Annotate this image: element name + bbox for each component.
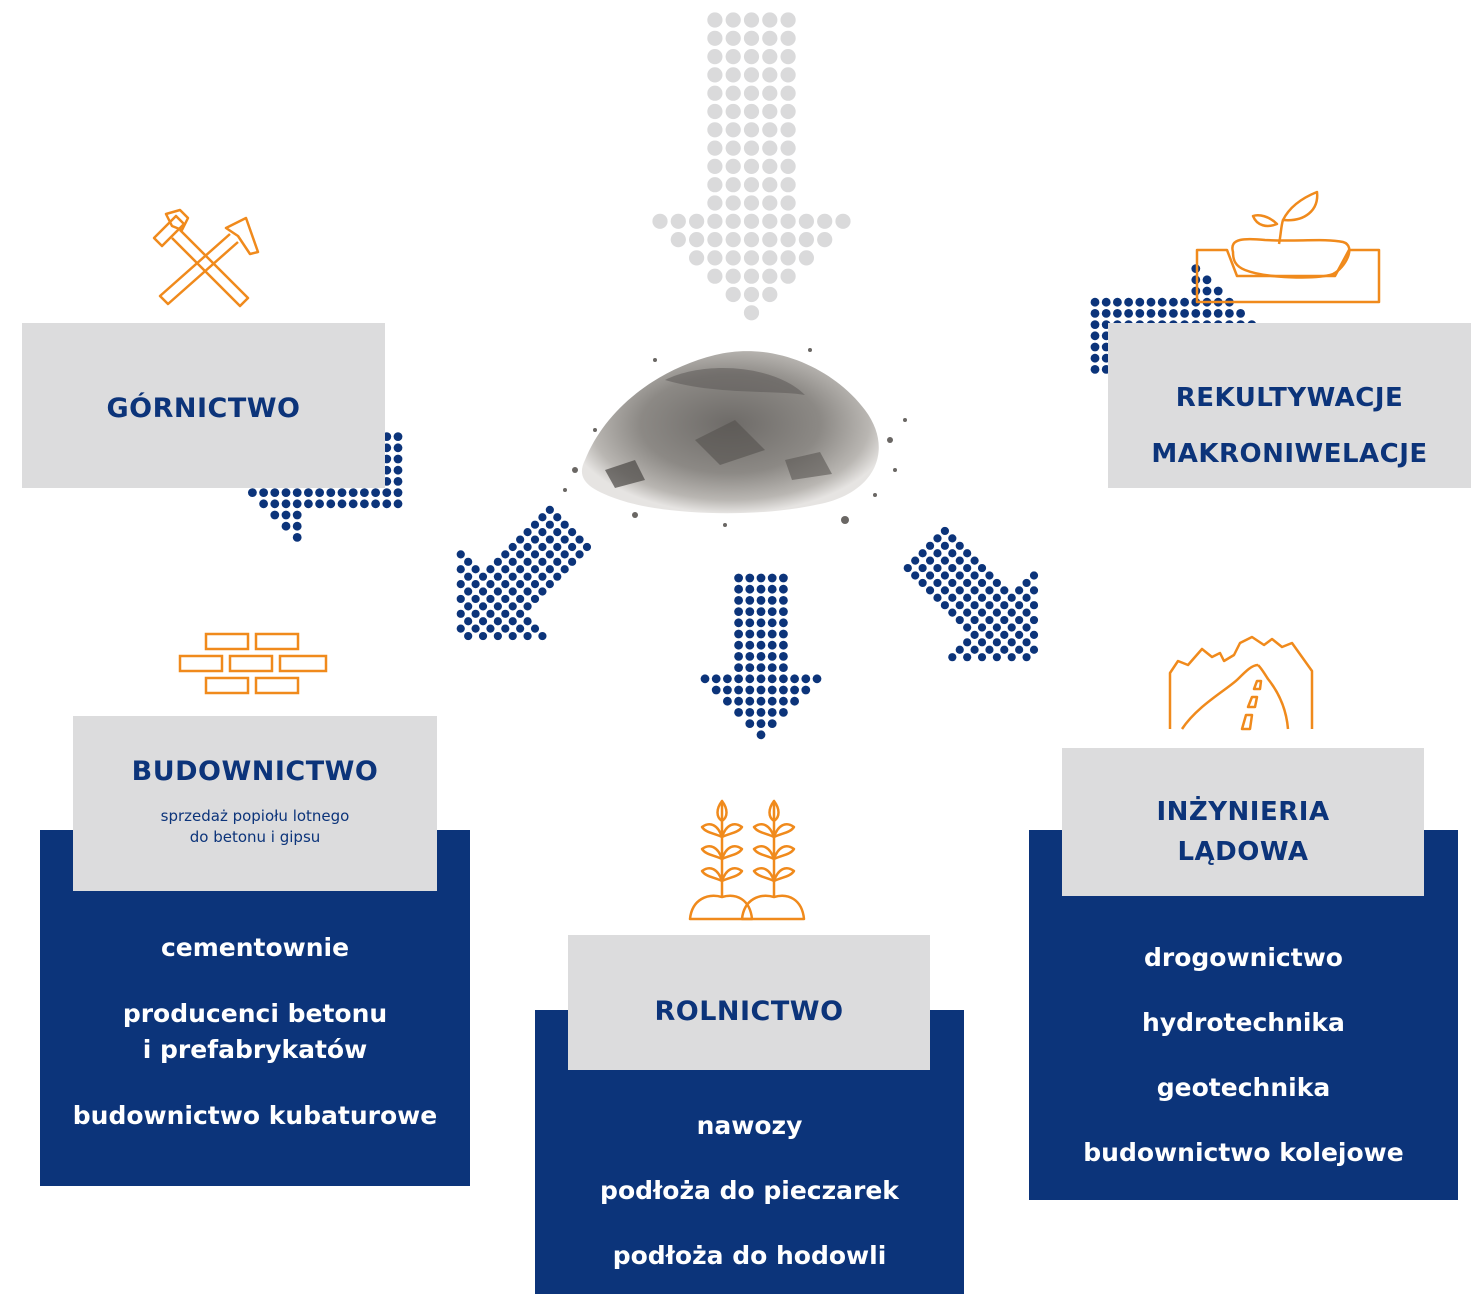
rekultywacje-title: REKULTYWACJE MAKRONIWELACJE: [1108, 370, 1471, 482]
rolnictwo-item-nawozy: nawozy: [696, 1111, 803, 1140]
gornictwo-title: GÓRNICTWO: [106, 393, 301, 424]
inzynieria-item-kolejowe: budownictwo kolejowe: [1083, 1138, 1404, 1167]
budownictwo-item-cementownie: cementownie: [160, 933, 350, 962]
rolnictwo-title: ROLNICTWO: [654, 996, 844, 1027]
rekultywacje-box: [1108, 323, 1471, 488]
inzynieria-item-drogownictwo: drogownictwo: [1144, 943, 1343, 972]
gornictwo-box: [22, 323, 385, 488]
inzynieria-items: drogownictwo hydrotechnika geotechnika b…: [1029, 940, 1458, 1171]
budownictwo-subtitle-line-1: sprzedaż popiołu lotnego: [160, 807, 350, 825]
rolnictwo-items: nawozy podłoża do pieczarek podłoża do h…: [535, 1108, 964, 1274]
hammer-pick-icon: [152, 208, 260, 308]
mountain-road-icon: [1168, 635, 1314, 731]
brick-wall-icon: [178, 632, 328, 695]
budownictwo-subtitle: sprzedaż popiołu lotnego do betonu i gip…: [73, 806, 437, 848]
budownictwo-item-kubaturowe: budownictwo kubaturowe: [72, 1101, 438, 1130]
sprout-in-ground-icon: [1195, 190, 1381, 304]
inzynieria-item-geotechnika: geotechnika: [1156, 1073, 1331, 1102]
inzynieria-title-line-1: INŻYNIERIA: [1156, 797, 1330, 827]
fly-ash-pile-image: [563, 348, 907, 527]
rolnictwo-header-box: [568, 935, 930, 1070]
rekultywacje-title-line-2: MAKRONIWELACJE: [1151, 439, 1428, 469]
budownictwo-header-box: [73, 716, 437, 891]
budownictwo-item-prefabrykaty: i prefabrykatów: [142, 1035, 368, 1064]
budownictwo-items: cementownie producenci betonu i prefabry…: [40, 930, 470, 1134]
budownictwo-item-producenci: producenci betonu: [122, 999, 388, 1028]
rolnictwo-item-pieczarki: podłoża do pieczarek: [600, 1176, 899, 1205]
rekultywacje-title-line-1: REKULTYWACJE: [1175, 383, 1404, 413]
inzynieria-header-box: [1062, 748, 1424, 896]
wheat-icon: [688, 799, 806, 921]
rolnictwo-item-hodowla: podłoża do hodowli: [612, 1241, 887, 1270]
inzynieria-item-hydrotechnika: hydrotechnika: [1142, 1008, 1345, 1037]
budownictwo-title: BUDOWNICTWO: [131, 756, 379, 787]
inzynieria-title: INŻYNIERIA LĄDOWA: [1062, 792, 1424, 872]
budownictwo-subtitle-line-2: do betonu i gipsu: [189, 828, 321, 846]
inzynieria-title-line-2: LĄDOWA: [1177, 837, 1309, 867]
